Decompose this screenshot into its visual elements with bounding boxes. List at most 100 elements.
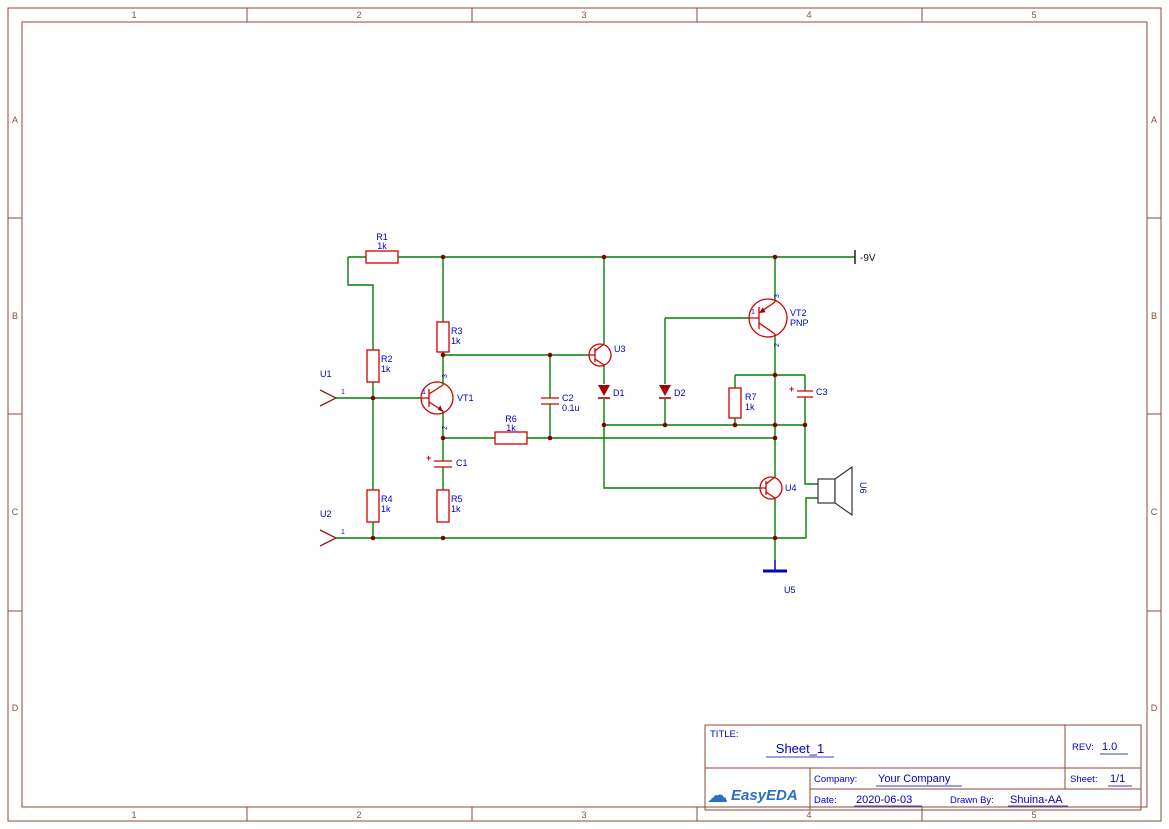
junction-dot	[772, 422, 778, 428]
component-value[interactable]: 0.1u	[562, 403, 580, 413]
component-value[interactable]: 1k	[506, 423, 516, 433]
component-ref[interactable]: R4	[381, 494, 393, 504]
date-value[interactable]: 2020-06-03	[856, 794, 912, 806]
frame-inner-border	[21, 21, 1148, 808]
component-ref[interactable]: U4	[785, 483, 797, 493]
frame-outer-border	[7, 7, 1162, 822]
transistor-u3[interactable]: U3	[588, 343, 626, 367]
diode-d2[interactable]: D2	[659, 385, 686, 399]
junction-dot	[772, 535, 778, 541]
capacitor-plates	[541, 397, 559, 405]
diode-d1[interactable]: D1	[598, 385, 625, 399]
drawn-by-value[interactable]: Shuina-AA	[1010, 794, 1063, 806]
speaker-u6[interactable]: U6	[817, 465, 868, 517]
component-ref[interactable]: C2	[562, 393, 574, 403]
component-ref[interactable]: R2	[381, 354, 393, 364]
component-value[interactable]: 1k	[451, 504, 461, 514]
resistor-body	[436, 321, 450, 353]
zone-label-row: B	[12, 311, 18, 321]
pin-number: 1	[751, 309, 755, 316]
zone-label-row: A	[1151, 115, 1157, 125]
resistor-r3[interactable]: R3 1k	[436, 321, 463, 353]
ground-u5[interactable]: U5	[763, 560, 796, 595]
component-ref[interactable]: VT2	[790, 308, 807, 318]
connector-arrow-icon	[319, 529, 338, 547]
easyeda-logo: ☁ EasyEDA	[707, 784, 798, 807]
component-ref[interactable]: R7	[745, 392, 757, 402]
component-ref[interactable]: U6	[858, 482, 868, 494]
junction-dot	[772, 254, 778, 260]
sheet-count-label: Sheet:	[1070, 774, 1097, 785]
zone-label-col: 5	[1031, 810, 1036, 820]
diode-triangle	[598, 385, 610, 396]
component-ref[interactable]: R6	[505, 414, 517, 424]
easyeda-logo-text: EasyEDA	[731, 787, 798, 804]
capacitor-c2[interactable]: C2 0.1u	[541, 393, 580, 413]
title-label: TITLE:	[710, 729, 739, 740]
speaker-body	[817, 478, 836, 504]
capacitor-c3[interactable]: + C3	[789, 384, 828, 398]
power-flag-minus-9v[interactable]: -9V	[854, 250, 876, 264]
pin-number: 1	[422, 389, 426, 396]
wire-net[interactable]	[336, 256, 855, 560]
sheet-frame: 1 2 3 4 5 1 2 3 4 5 A B C D A B C D	[7, 7, 1162, 822]
sheet-count-value[interactable]: 1/1	[1110, 773, 1125, 785]
component-value[interactable]: 1k	[381, 504, 391, 514]
component-ref[interactable]: D2	[674, 388, 686, 398]
junction-dot	[772, 372, 778, 378]
component-ref[interactable]: VT1	[457, 393, 474, 403]
company-value[interactable]: Your Company	[878, 773, 951, 785]
transistor-u4[interactable]: U4	[759, 476, 797, 500]
pin-number: 2	[442, 426, 449, 430]
resistor-r4[interactable]: R4 1k	[366, 489, 393, 523]
connector-u2[interactable]: 1 U2	[319, 509, 345, 547]
connector-arrow-icon	[319, 389, 338, 407]
title-block[interactable]: TITLE: Sheet_1 REV: 1.0 Company: Your Co…	[704, 724, 1142, 811]
rev-value[interactable]: 1.0	[1102, 741, 1117, 753]
zone-label-col: 1	[131, 10, 136, 20]
junction-dot	[370, 535, 376, 541]
junction-dots	[370, 254, 808, 541]
component-value[interactable]: 1k	[745, 402, 755, 412]
transistor-vt1[interactable]: 1 3 2 VT1	[420, 374, 474, 430]
component-value[interactable]: PNP	[790, 318, 809, 328]
resistor-r5[interactable]: R5 1k	[436, 489, 463, 523]
polarity-plus-icon: +	[426, 453, 431, 463]
component-ref[interactable]: D1	[613, 388, 625, 398]
component-value[interactable]: 1k	[381, 364, 391, 374]
resistor-r7[interactable]: R7 1k	[728, 387, 757, 419]
capacitor-c1[interactable]: + C1	[426, 453, 468, 468]
connector-u1[interactable]: 1 U1	[319, 369, 345, 407]
transistor-vt2[interactable]: 1 3 2 VT2 PNP	[748, 294, 809, 347]
junction-dot	[440, 535, 446, 541]
resistor-body	[366, 489, 380, 523]
component-ref[interactable]: R1	[376, 232, 388, 242]
pin-number: 3	[774, 294, 781, 298]
zone-label-col: 1	[131, 810, 136, 820]
component-ref[interactable]: U3	[614, 344, 626, 354]
component-ref[interactable]: R5	[451, 494, 463, 504]
component-ref[interactable]: U2	[320, 509, 332, 519]
net-label[interactable]: -9V	[860, 253, 876, 264]
component-ref[interactable]: U5	[784, 585, 796, 595]
junction-dot	[547, 352, 553, 358]
component-ref[interactable]: C1	[456, 458, 468, 468]
component-value[interactable]: 1k	[377, 241, 387, 251]
zone-label-col: 2	[356, 10, 361, 20]
resistor-r6[interactable]: R6 1k	[494, 414, 528, 445]
resistor-r2[interactable]: R2 1k	[366, 349, 393, 383]
component-ref[interactable]: U1	[320, 369, 332, 379]
junction-dot	[662, 422, 668, 428]
component-ref[interactable]: R3	[451, 326, 463, 336]
resistor-r1[interactable]: R1 1k	[365, 232, 399, 264]
zone-label-col: 4	[806, 10, 811, 20]
zone-label-col: 3	[581, 10, 586, 20]
junction-dot	[370, 395, 376, 401]
component-ref[interactable]: C3	[816, 387, 828, 397]
sheet-title[interactable]: Sheet_1	[776, 741, 824, 756]
component-value[interactable]: 1k	[451, 336, 461, 346]
zone-label-col: 5	[1031, 10, 1036, 20]
zone-label-row: C	[12, 507, 19, 517]
